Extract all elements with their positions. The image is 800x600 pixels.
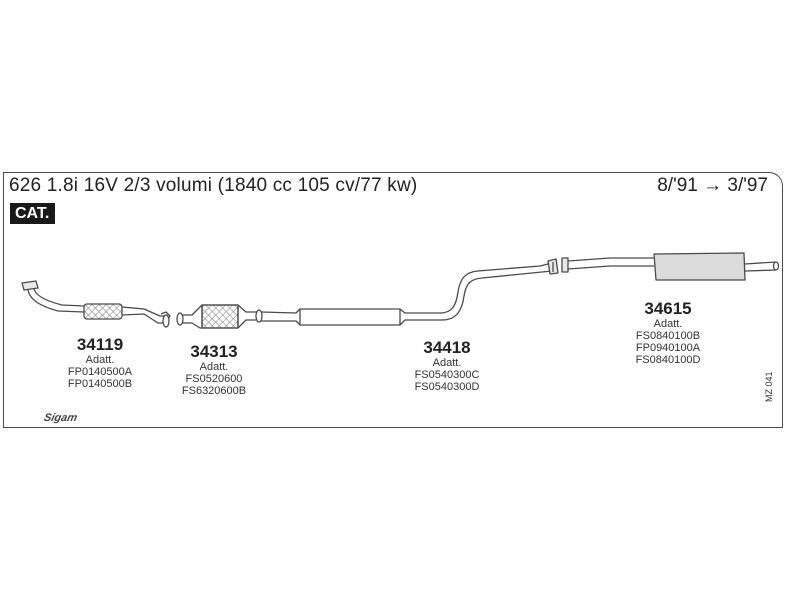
front-pipe-34119 xyxy=(21,280,171,328)
adapt-code: FS0520600 xyxy=(185,373,243,385)
drawing-code: MZ 041 xyxy=(764,371,774,402)
adapt-code: FS0840100D xyxy=(635,354,701,366)
adapt-code: FS6320600B xyxy=(181,385,247,397)
part-34615: 34615 Adatt. FS0840100B FP0940100A FS084… xyxy=(624,299,712,367)
adapt-code: FS0540300D xyxy=(414,381,480,393)
part-34418: 34418 Adatt. FS0540300C FS0540300D xyxy=(404,338,490,394)
adapt-code: FS0540300C xyxy=(414,369,480,381)
diagram-frame xyxy=(3,172,783,428)
part-34313: 34313 Adatt. FS0520600 FS6320600B xyxy=(172,342,256,398)
adapt-label: Adatt. xyxy=(432,357,462,369)
adapt-code: FP0140500B xyxy=(67,378,133,390)
part-number: 34615 xyxy=(644,299,692,318)
part-34119: 34119 Adatt. FP0140500A FP0140500B xyxy=(60,335,140,391)
adapt-label: Adatt. xyxy=(653,318,683,330)
adapt-label: Adatt. xyxy=(85,354,115,366)
vehicle-title: 626 1.8i 16V 2/3 volumi (1840 cc 105 cv/… xyxy=(9,175,418,196)
part-number: 34313 xyxy=(190,342,238,361)
part-number: 34119 xyxy=(76,335,124,354)
rear-muffler-34615 xyxy=(561,252,780,281)
intermediate-pipe-34418 xyxy=(255,258,559,326)
brand-logo: Sigam xyxy=(42,412,79,424)
flex-joint-mesh xyxy=(83,303,123,320)
date-range: 8/'91 → 3/'97 xyxy=(657,175,768,196)
adapt-code: FP0140500A xyxy=(67,366,133,378)
adapt-code: FS0840100B xyxy=(635,330,701,342)
cat-badge: CAT. xyxy=(10,203,56,224)
adapt-code: FP0940100A xyxy=(635,342,701,354)
adapt-label: Adatt. xyxy=(199,361,229,373)
part-number: 34418 xyxy=(423,338,471,357)
catalytic-converter-34313 xyxy=(176,304,258,329)
